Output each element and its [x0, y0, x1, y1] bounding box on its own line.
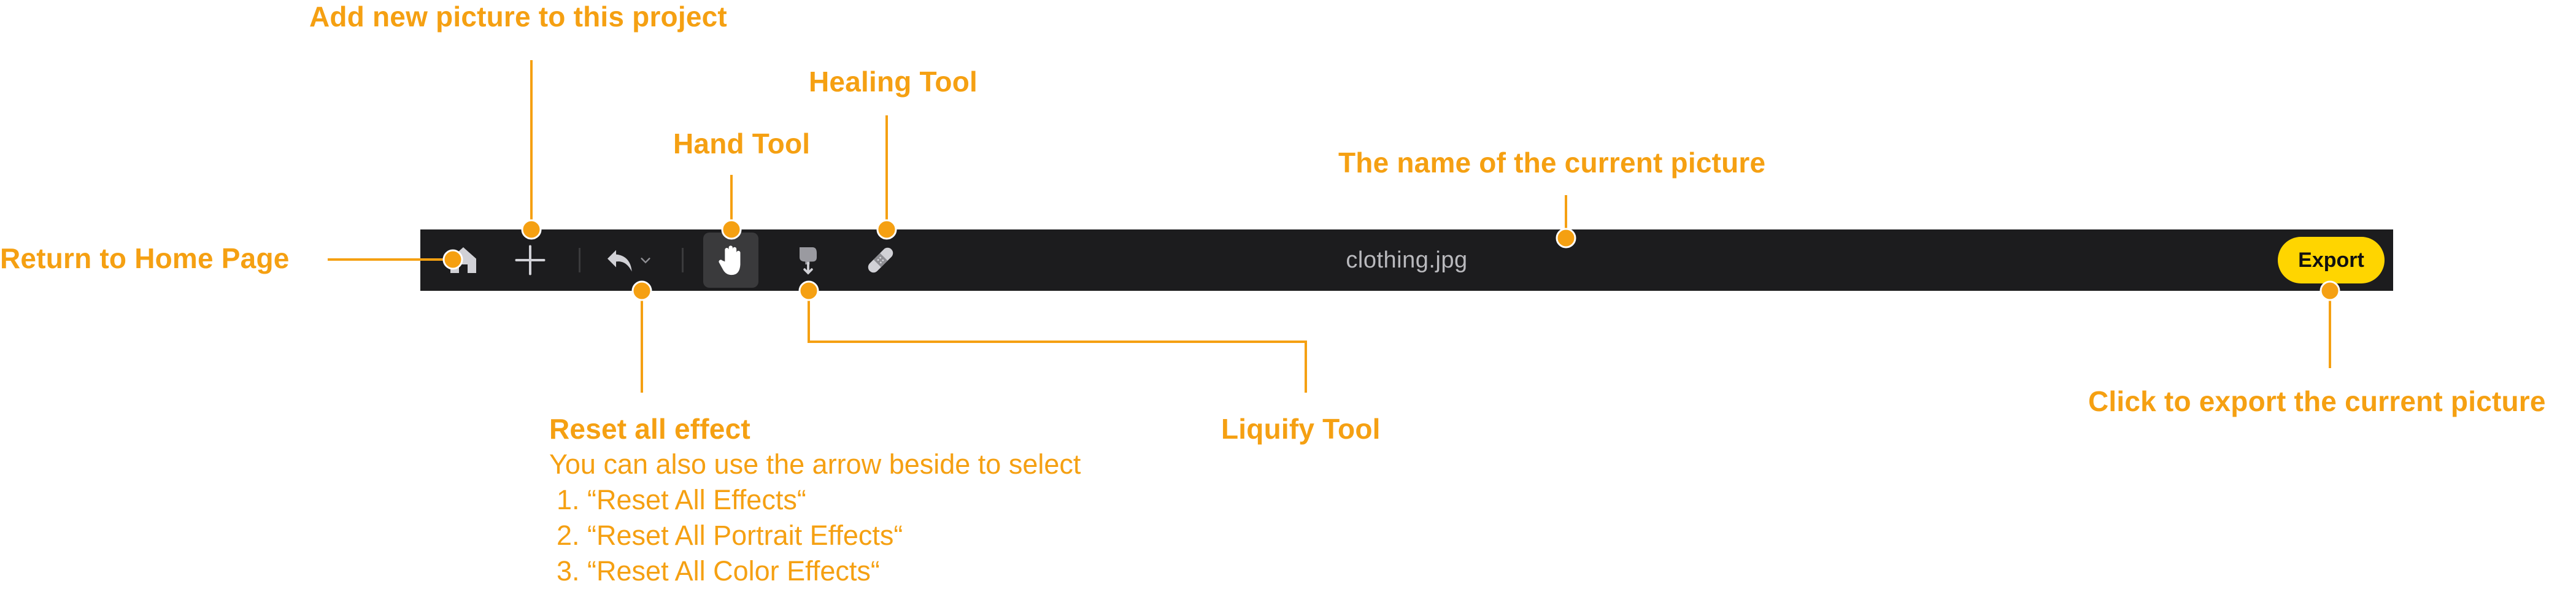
export-button[interactable]: Export — [2278, 237, 2385, 283]
reset-marker — [631, 280, 652, 301]
plus-icon — [515, 245, 546, 275]
liquify-icon — [800, 247, 817, 275]
top-toolbar: clothing.jpg Export — [420, 229, 2393, 291]
export-marker — [2320, 280, 2340, 301]
liquify-tool-button[interactable] — [786, 238, 830, 282]
name-annotation: The name of the current picture — [1338, 147, 1766, 179]
reset-annotation-title: Reset all effect — [549, 413, 750, 445]
name-marker — [1556, 228, 1576, 248]
liquify-annotation: Liquify Tool — [1221, 413, 1381, 445]
hand-icon — [719, 245, 741, 275]
export-annotation: Click to export the current picture — [2088, 385, 2546, 417]
reset-effects-button[interactable] — [598, 238, 642, 282]
current-picture-name: clothing.jpg — [1346, 247, 1468, 273]
reset-description-text: You can also use the arrow beside to sel… — [549, 448, 1081, 480]
add-picture-button[interactable] — [508, 238, 552, 282]
toolbar-divider — [682, 248, 684, 272]
reset-option-item: 1. “Reset All Effects“ — [557, 484, 806, 515]
liquify-marker — [798, 280, 819, 301]
reset-options-dropdown[interactable] — [636, 238, 655, 282]
chevron-down-icon — [641, 258, 650, 264]
undo-icon — [607, 250, 632, 272]
hand-marker — [721, 219, 742, 240]
reset-option-item: 2. “Reset All Portrait Effects“ — [557, 520, 903, 551]
add-marker — [521, 219, 542, 240]
home-marker — [442, 249, 463, 270]
hand-tool-button[interactable] — [703, 233, 758, 288]
liquify-leader — [808, 291, 1307, 393]
add-annotation: Add new picture to this project — [309, 1, 727, 33]
reset-option-item: 3. “Reset All Color Effects“ — [557, 555, 880, 587]
reset-annotation-description: You can also use the arrow beside to sel… — [549, 447, 1081, 589]
hand-annotation: Hand Tool — [673, 128, 811, 160]
healing-marker — [876, 219, 897, 240]
bandage-icon — [868, 247, 893, 273]
toolbar-divider — [579, 248, 580, 272]
healing-annotation: Healing Tool — [809, 66, 978, 98]
home-annotation: Return to Home Page — [0, 242, 290, 274]
healing-tool-button[interactable] — [858, 238, 903, 282]
